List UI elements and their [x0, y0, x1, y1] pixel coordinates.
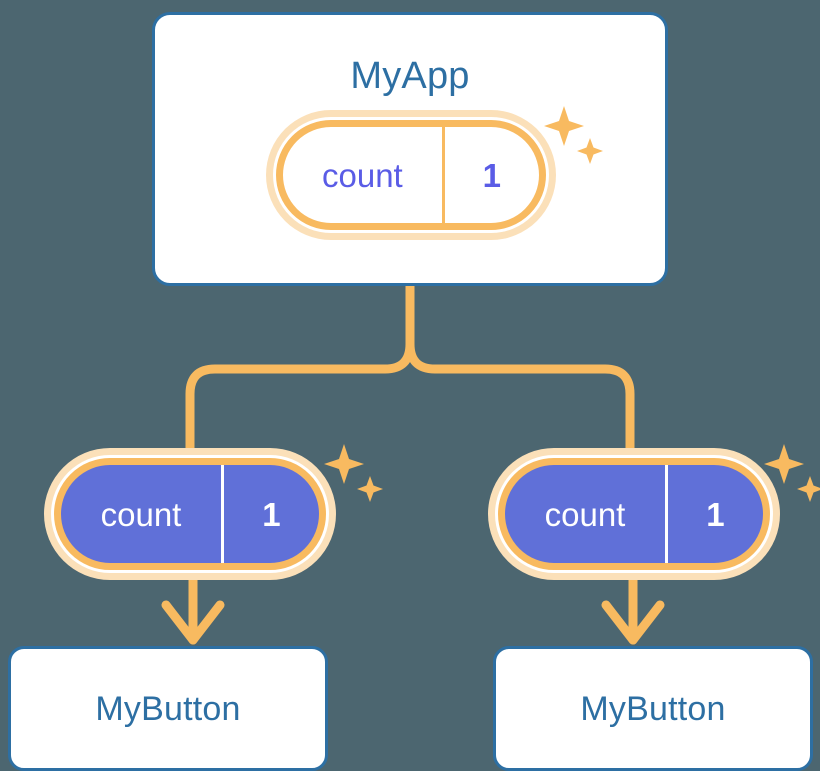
mybutton-card-right[interactable]: MyButton: [493, 646, 813, 771]
state-pill-body: count 1: [498, 458, 770, 570]
state-pill-ring: count 1: [495, 455, 773, 573]
state-value-label: 1: [220, 465, 319, 563]
state-key-label: count: [544, 495, 626, 533]
mybutton-label: MyButton: [580, 689, 726, 728]
state-value-label: 1: [441, 127, 539, 223]
state-key-label: count: [321, 156, 403, 194]
state-pill-body: count 1: [276, 120, 546, 230]
state-value-label: 1: [664, 465, 763, 563]
mybutton-label: MyButton: [95, 689, 241, 728]
state-pill-mybutton-right[interactable]: count 1: [488, 448, 780, 580]
state-pill-ring: count 1: [273, 117, 549, 233]
state-pill-myapp[interactable]: count 1: [266, 110, 556, 240]
mybutton-card-left[interactable]: MyButton: [8, 646, 328, 771]
state-key-label: count: [100, 495, 182, 533]
branch-connector-icon: [405, 339, 635, 457]
state-pill-mybutton-left[interactable]: count 1: [44, 448, 336, 580]
down-arrow-icon: [601, 600, 665, 645]
state-pill-ring: count 1: [51, 455, 329, 573]
page-title: MyApp: [350, 55, 470, 97]
branch-connector-icon: [185, 281, 415, 457]
down-arrow-icon: [161, 600, 225, 645]
state-pill-body: count 1: [54, 458, 326, 570]
